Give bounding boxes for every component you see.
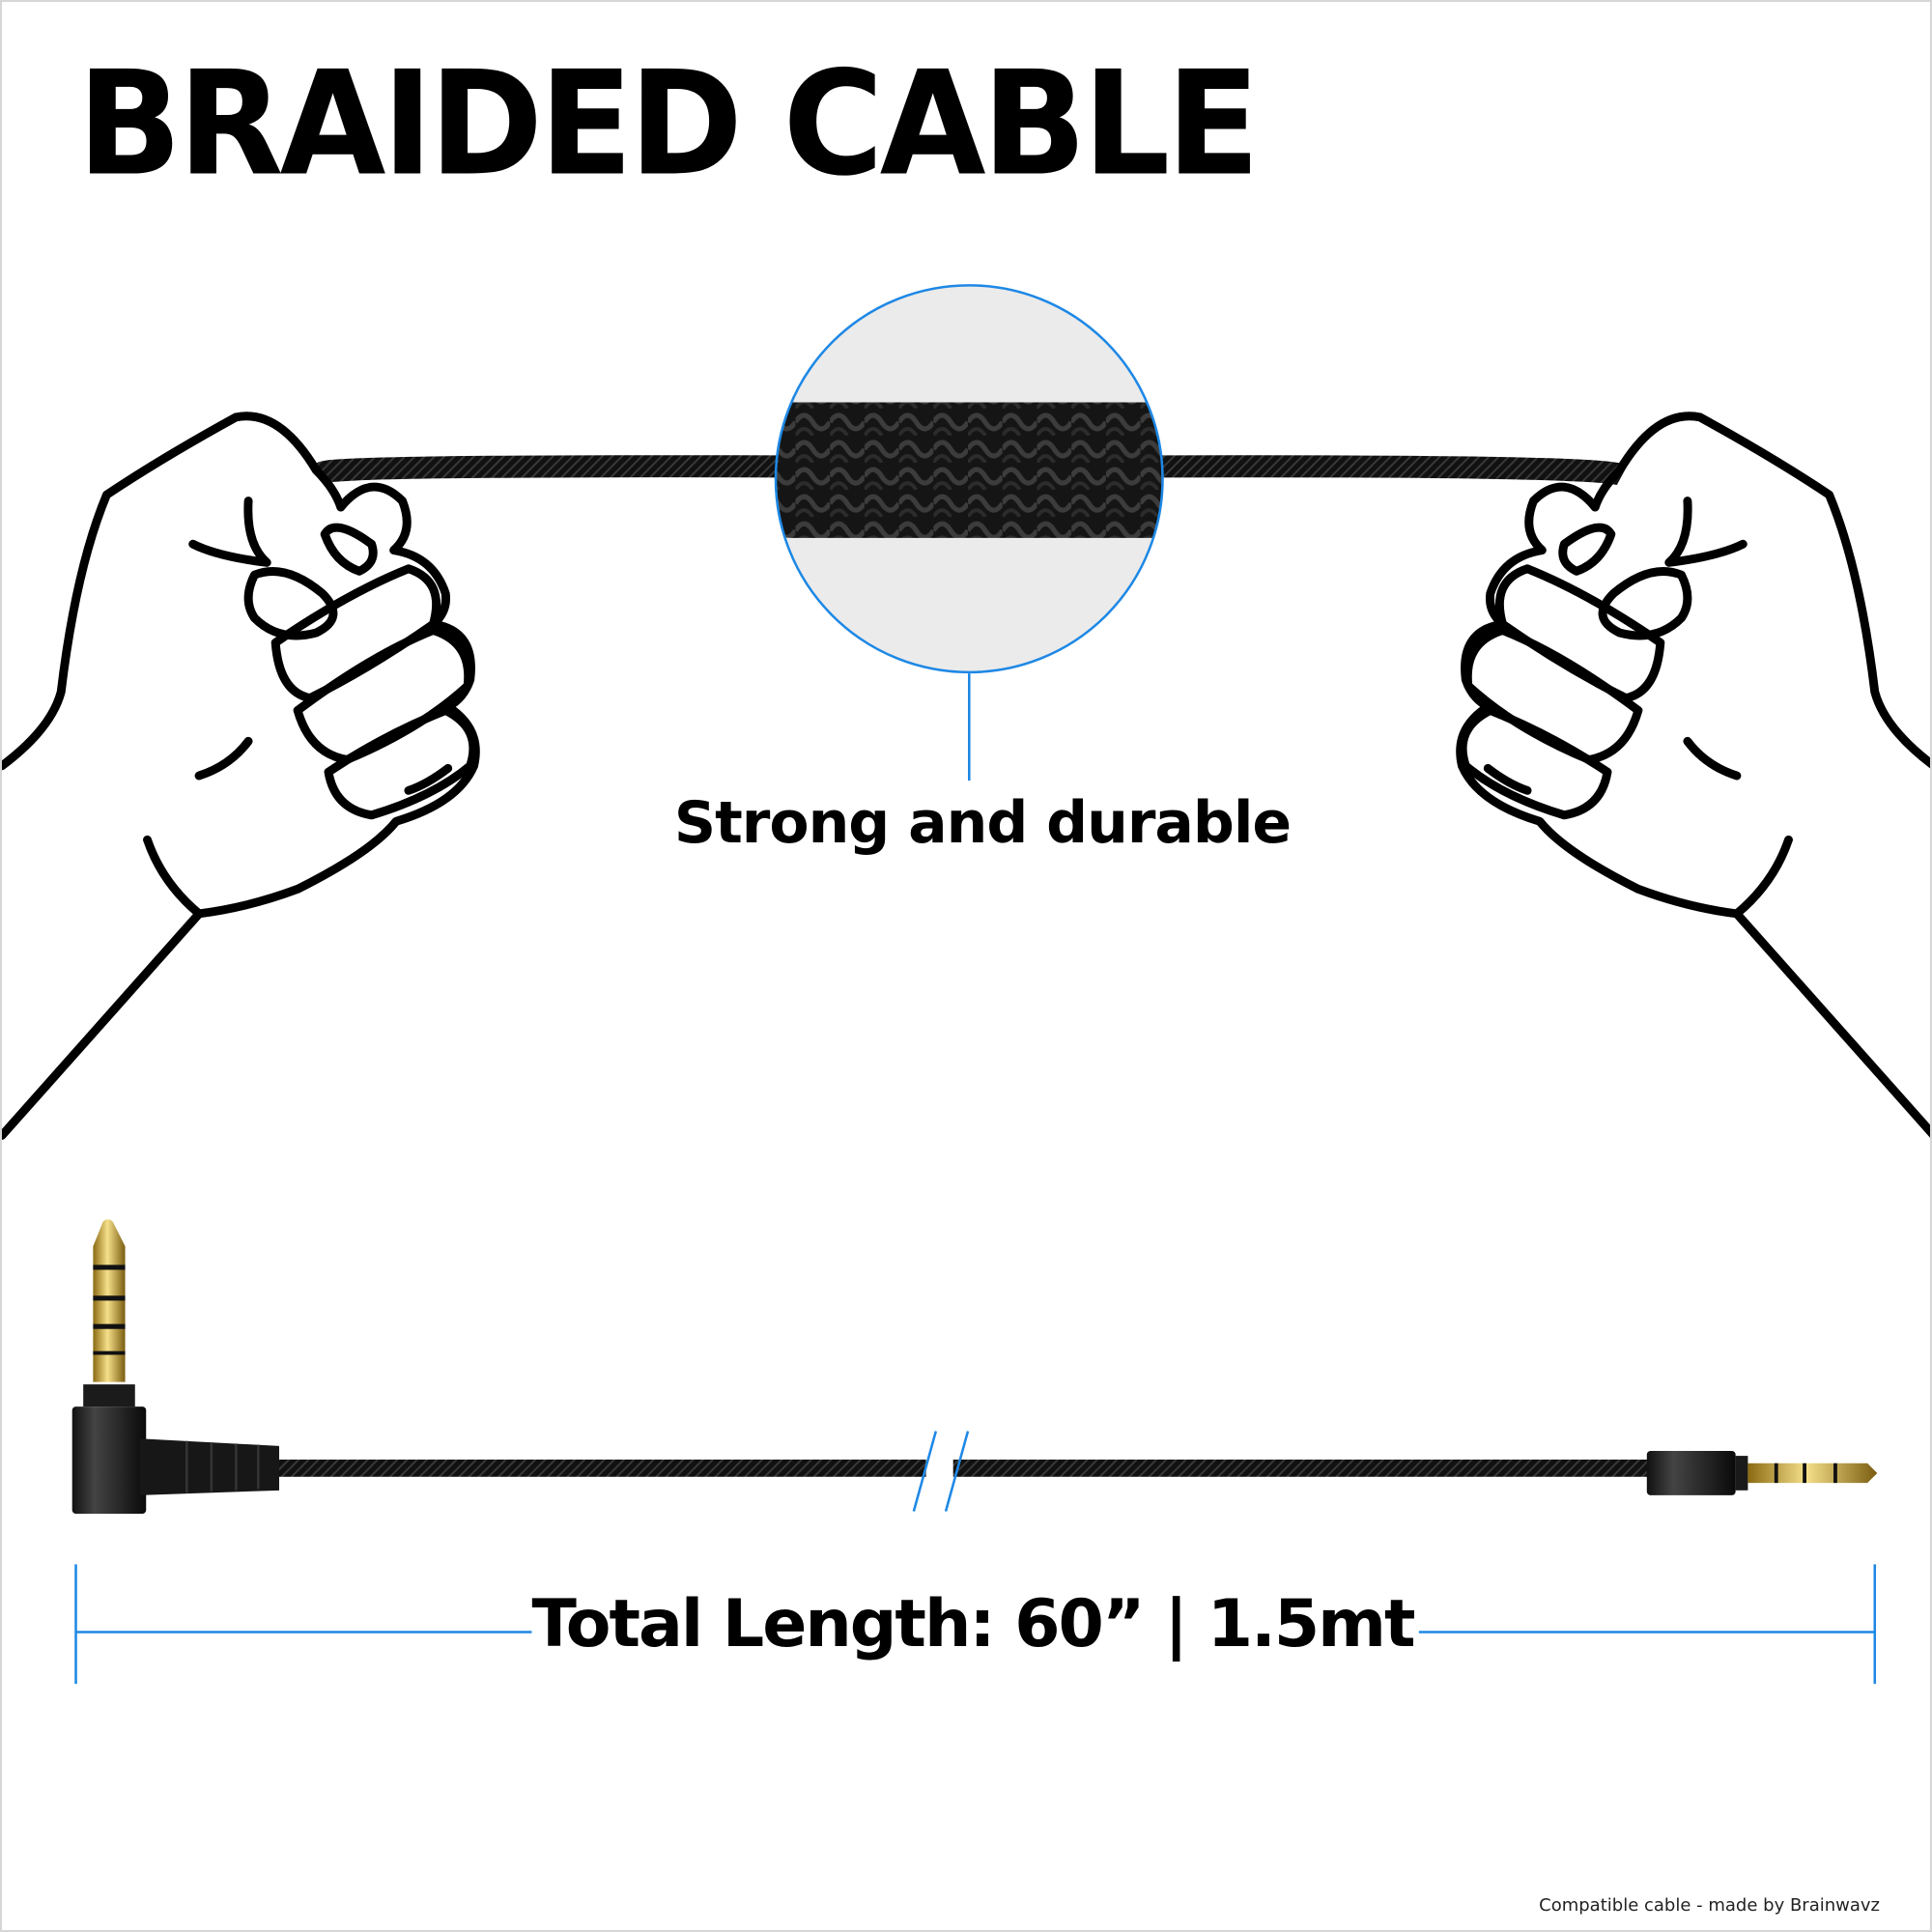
straight-plug-icon	[1646, 1451, 1878, 1495]
right-hand-icon	[1456, 412, 1930, 1138]
angled-plug-icon	[71, 1219, 279, 1515]
page-title: BRAIDED CABLE	[77, 41, 1260, 209]
callout-text: Strong and durable	[673, 789, 1292, 857]
cable-product	[71, 1219, 1878, 1515]
footer-note: Compatible cable - made by Brainwavz	[1539, 1895, 1880, 1916]
length-dimension	[74, 1564, 1877, 1685]
total-length-label: Total Length: 60” | 1.5mt	[531, 1586, 1415, 1662]
left-hand-icon	[2, 412, 480, 1140]
braid-magnifier	[776, 285, 1163, 672]
